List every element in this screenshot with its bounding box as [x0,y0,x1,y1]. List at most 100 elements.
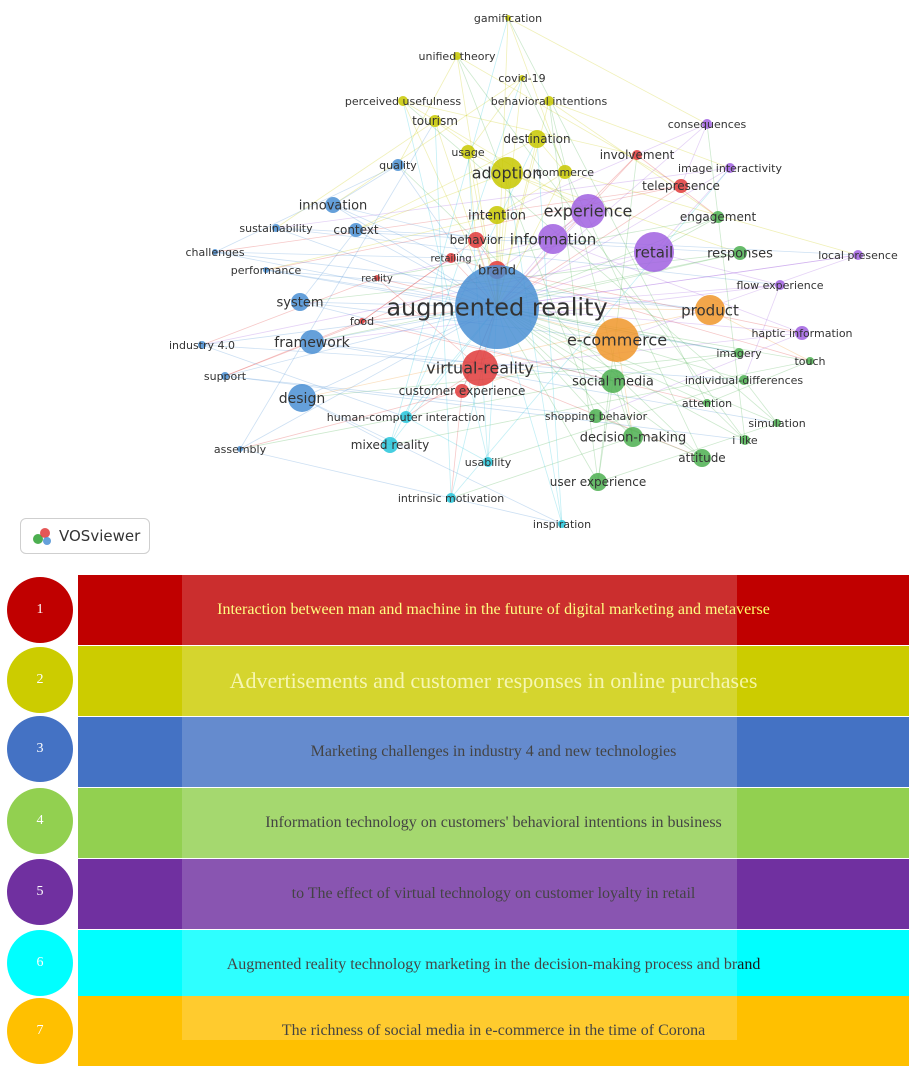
node-experience [571,194,605,228]
link [507,17,708,125]
link [450,436,634,499]
cluster-number-1: 1 [7,577,73,643]
node-gamification [505,15,511,21]
cluster-label-4: Information technology on customers' beh… [265,814,722,831]
link [224,375,746,441]
label-adoption: adoption [472,164,543,183]
link [405,77,523,418]
label-quality: quality [379,159,417,172]
cluster-band-3: Marketing challenges in industry 4 and n… [78,717,909,787]
label-shopping-behavior: shopping behavior [545,410,648,423]
link [311,284,781,343]
label-augmented-reality: augmented reality [386,293,607,321]
link [332,77,523,206]
cluster-label-3: Marketing challenges in industry 4 and n… [310,743,677,760]
label-virtual-reality: virtual-reality [426,359,533,378]
link [265,214,498,271]
node-engagement [712,211,724,223]
link [201,306,498,346]
node-decision-making [623,427,643,447]
label-innovation: innovation [299,199,368,214]
link [361,320,708,404]
link [214,185,682,253]
link [496,123,708,216]
label-industry-4-0: industry 4.0 [169,339,235,352]
link [706,360,811,404]
link [479,332,803,369]
node-image-interactivity [725,163,735,173]
link [507,17,708,404]
label-context: context [333,223,379,237]
label-telepresence: telepresence [642,179,720,193]
label-responses: responses [707,247,773,262]
node-destination [528,130,546,148]
link [311,341,778,424]
link [265,185,682,271]
link [680,123,708,187]
cluster-number-4-text: 4 [36,813,44,828]
label-experience: experience [544,202,633,221]
link [389,360,811,446]
node-consequences [702,119,712,129]
node-system [291,293,309,311]
node-context [349,223,363,237]
cluster-label-6: Augmented reality technology marketing i… [226,956,761,973]
label-framework: framework [274,335,350,351]
link [214,164,399,253]
link [467,77,523,153]
cluster-label-1: Interaction between man and machine in t… [217,601,770,618]
link [496,306,803,334]
link [301,397,563,525]
link [450,167,731,499]
label-gamification: gamification [474,12,542,25]
node-attitude [693,449,711,467]
cluster-number-2-text: 2 [36,672,44,687]
link [506,172,741,254]
node-i-like [740,435,750,445]
label-flow-experience: flow experience [736,279,823,292]
label-behavioral-intentions: behavioral intentions [491,95,608,108]
node-food [359,318,365,324]
label-engagement: engagement [680,210,757,224]
node-local-presence [853,250,863,260]
label-mixed-reality: mixed reality [351,438,429,452]
label-customer-experience: customer experience [399,384,526,398]
cluster-number-6: 6 [7,930,73,996]
link [275,167,731,229]
node-intention [488,206,506,224]
label-human-computer-interaction: human-computer interaction [327,411,485,424]
node-inspiration [558,520,566,528]
cluster-number-5-text: 5 [36,884,44,899]
link [201,277,378,346]
cluster-number-5: 5 [7,859,73,925]
label-i-like: i like [732,434,758,447]
link [595,332,803,417]
cluster-label-5: to The effect of virtual technology on c… [291,885,696,902]
node-framework [300,330,324,354]
link [456,55,746,441]
node-haptic-information [795,326,809,340]
label-behavior: behavior [450,233,503,247]
vosviewer-logo-text: VOSviewer [59,527,141,545]
link [496,306,778,424]
link [487,379,745,463]
link [536,138,563,525]
link [299,301,614,382]
link [496,254,859,308]
cluster-number-4: 4 [7,788,73,854]
label-covid-19: covid-19 [498,72,545,85]
node-performance [263,267,269,273]
cluster-band-4: Information technology on customers' beh… [78,788,909,858]
link [224,306,498,377]
link [496,254,859,308]
link [301,309,711,399]
node-flow-experience [775,280,785,290]
label-user-experience: user experience [550,475,647,489]
cluster-number-3: 3 [7,716,73,782]
link [434,120,452,499]
cluster-band-2: Advertisements and customer responses in… [78,646,909,716]
link [299,229,357,303]
link [376,277,481,369]
link [467,151,477,241]
link [355,172,508,231]
